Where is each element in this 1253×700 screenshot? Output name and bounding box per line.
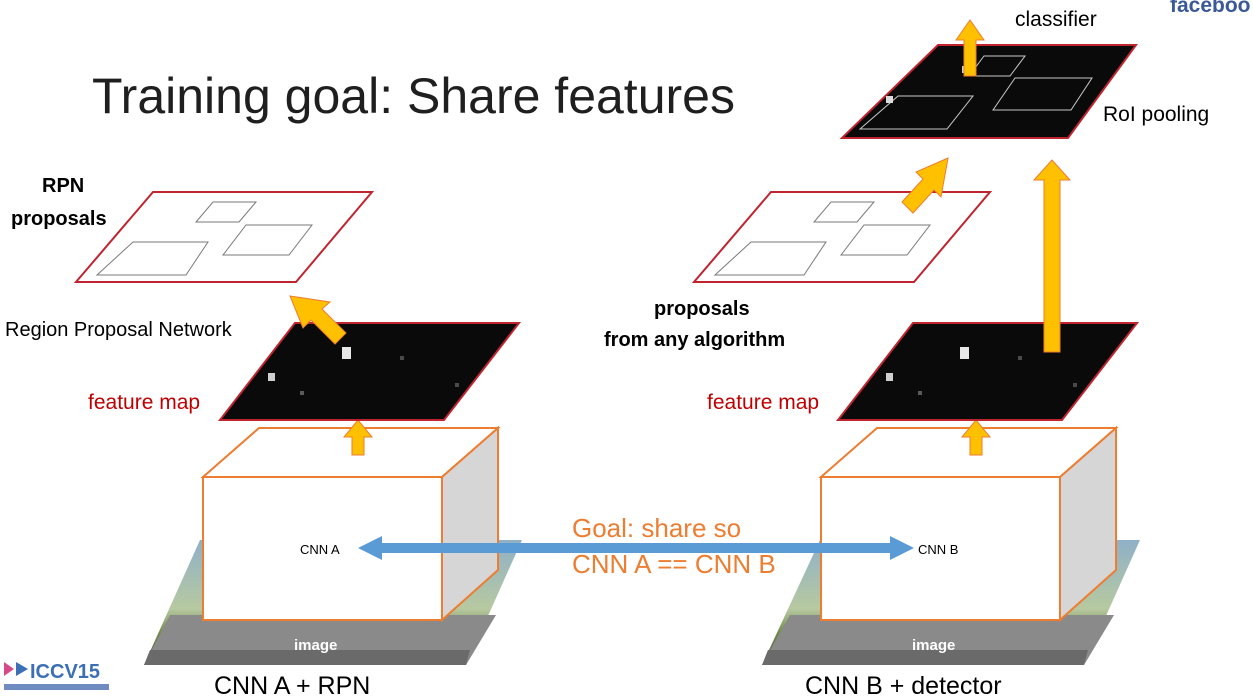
roi-pooling-plane xyxy=(839,44,1138,139)
goal-text-line2: CNN A == CNN B xyxy=(572,549,776,579)
right-caption: CNN B + detector xyxy=(805,672,1002,700)
left-proposals-label-1: RPN xyxy=(42,175,84,197)
right-feature-up-arrow xyxy=(1032,159,1072,353)
goal-text-line1: Goal: share so xyxy=(572,513,741,543)
left-cnn-up-arrow xyxy=(342,419,374,456)
right-feature-map xyxy=(835,322,1140,421)
classifier-label: classifier xyxy=(1015,8,1097,31)
left-proposals-label-2: proposals xyxy=(11,208,107,230)
classifier-arrow xyxy=(955,19,985,77)
right-feature-map-label: feature map xyxy=(707,391,819,414)
left-feature-map-label: feature map xyxy=(88,391,200,414)
roi-pooling-label: RoI pooling xyxy=(1103,103,1209,126)
right-proposals-label-2: from any algorithm xyxy=(604,329,785,351)
right-proposals-label-1: proposals xyxy=(654,298,750,320)
right-cnn-label: CNN B xyxy=(918,542,958,557)
left-rpn-arrow xyxy=(289,295,347,345)
right-image-label: image xyxy=(912,637,955,654)
svg-text:ICCV15: ICCV15 xyxy=(30,661,100,683)
iccv-logo: ICCV15 xyxy=(4,661,109,690)
left-cnn-label: CNN A xyxy=(300,542,340,557)
facebook-logo: faceboo xyxy=(1170,0,1251,17)
left-rpn-label: Region Proposal Network xyxy=(5,319,233,341)
left-proposals-plane xyxy=(73,191,375,283)
left-caption: CNN A + RPN xyxy=(214,672,370,700)
right-cnn-box xyxy=(818,425,1119,623)
left-image-label: image xyxy=(294,637,337,654)
slide-title: Training goal: Share features xyxy=(92,68,735,124)
left-feature-map xyxy=(217,322,522,421)
right-proposals-arrow xyxy=(901,157,949,214)
share-double-arrow xyxy=(358,536,914,560)
right-proposals-plane xyxy=(691,191,993,283)
left-cnn-box xyxy=(200,425,501,623)
right-cnn-up-arrow xyxy=(960,419,992,456)
